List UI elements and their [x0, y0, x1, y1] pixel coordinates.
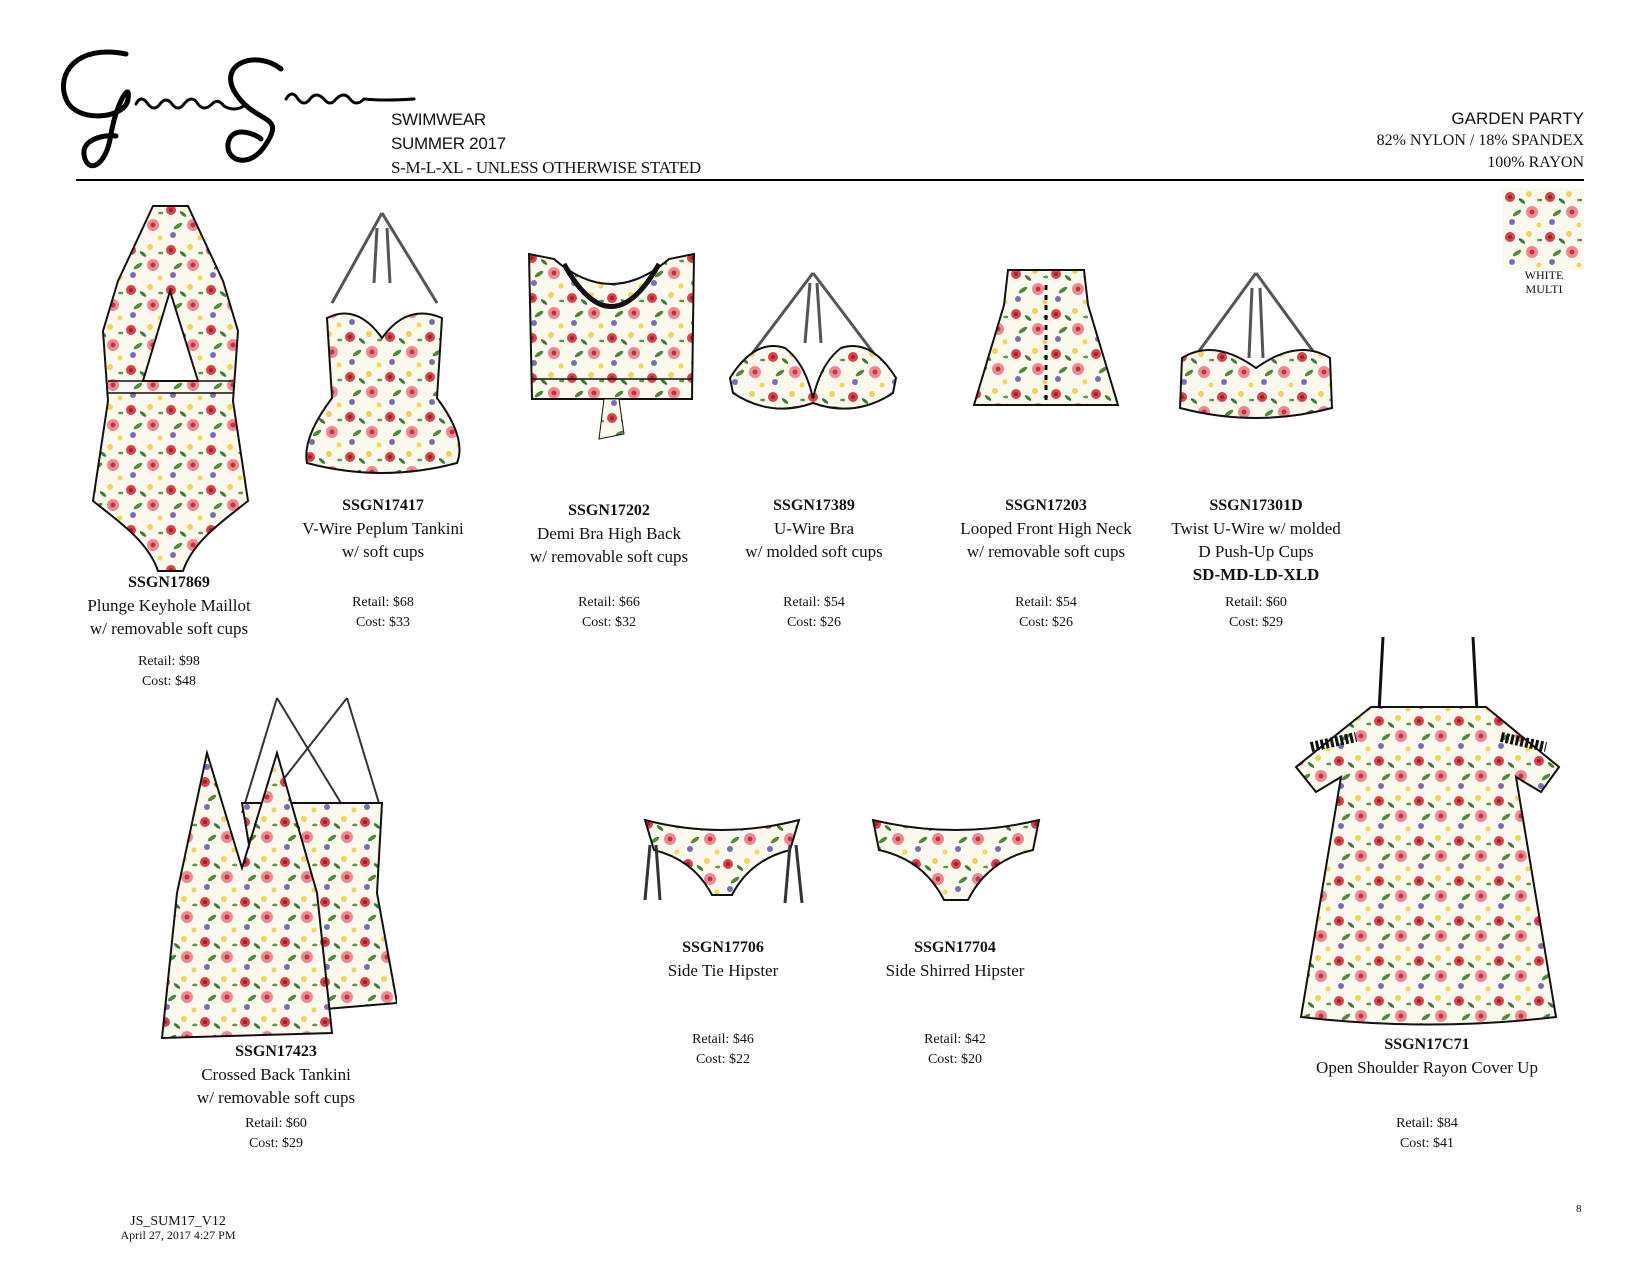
- swatch-color-line2: MULTI: [1525, 282, 1563, 296]
- cost-price: Cost: $29: [248, 1136, 304, 1151]
- cost-price: Cost: $26: [1018, 615, 1074, 630]
- product-ssgn17423: SSGN17423 Crossed Back Tankini w/ remova…: [197, 1041, 355, 1154]
- document-id: JS_SUM17_V12: [130, 1214, 226, 1229]
- swatch-color-line1: WHITE: [1524, 268, 1564, 282]
- style-code: SSGN17417: [342, 497, 424, 514]
- style-code: SSGN17202: [568, 502, 650, 519]
- fabric-content-1: 82% NYLON / 18% SPANDEX: [1376, 132, 1584, 149]
- crossed-back-tankini-sketch: [157, 693, 399, 1048]
- cost-price: Cost: $48: [141, 674, 197, 689]
- style-description: w/ removable soft cups: [196, 1088, 356, 1107]
- retail-price: Retail: $60: [1225, 595, 1287, 610]
- style-code: SSGN17423: [235, 1043, 317, 1060]
- page-number: 8: [1576, 1203, 1582, 1215]
- maillot-sketch: [83, 201, 258, 582]
- side-tie-hipster-sketch: [640, 815, 804, 913]
- style-description: w/ removable soft cups: [966, 542, 1126, 561]
- season-label: SUMMER 2017: [391, 134, 506, 153]
- size-range: SD-MD-LD-XLD: [1192, 565, 1320, 584]
- style-description: D Push-Up Cups: [1198, 542, 1314, 561]
- retail-price: Retail: $60: [245, 1116, 307, 1131]
- retail-price: Retail: $84: [1396, 1116, 1458, 1131]
- category-label: SWIMWEAR: [391, 110, 486, 129]
- style-description: w/ molded soft cups: [745, 542, 883, 561]
- style-description: w/ soft cups: [341, 542, 425, 561]
- cost-price: Cost: $32: [581, 615, 637, 630]
- product-ssgn17301d: SSGN17301D Twist U-Wire w/ molded D Push…: [1171, 495, 1341, 633]
- product-ssgn17869: SSGN17869 Plunge Keyhole Maillot w/ remo…: [87, 572, 250, 692]
- cost-price: Cost: $33: [355, 615, 411, 630]
- cost-price: Cost: $41: [1399, 1136, 1455, 1151]
- product-ssgn17706: SSGN17706 Side Tie Hipster Retail: $46 C…: [668, 937, 779, 1070]
- style-description: Twist U-Wire w/ molded: [1171, 519, 1341, 538]
- twist-u-wire-sketch: [1174, 268, 1338, 433]
- brand-logo: [56, 44, 436, 189]
- fabric-content-2: 100% RAYON: [1487, 154, 1584, 171]
- style-code: SSGN17203: [1005, 497, 1087, 514]
- style-description: U-Wire Bra: [773, 519, 855, 538]
- product-ssgn17c71: SSGN17C71 Open Shoulder Rayon Cover Up R…: [1316, 1034, 1538, 1154]
- retail-price: Retail: $98: [138, 654, 200, 669]
- retail-price: Retail: $42: [924, 1032, 986, 1047]
- style-description: Looped Front High Neck: [960, 519, 1132, 538]
- style-description: Crossed Back Tankini: [201, 1065, 351, 1084]
- sizes-label: S-M-L-XL - UNLESS OTHERWISE STATED: [391, 158, 701, 177]
- style-description: Open Shoulder Rayon Cover Up: [1316, 1058, 1538, 1077]
- product-ssgn17389: SSGN17389 U-Wire Bra w/ molded soft cups…: [745, 495, 882, 633]
- retail-price: Retail: $54: [783, 595, 845, 610]
- style-description: w/ removable soft cups: [89, 619, 249, 638]
- retail-price: Retail: $68: [352, 595, 414, 610]
- style-description: Plunge Keyhole Maillot: [87, 596, 251, 615]
- u-wire-bra-sketch: [725, 268, 901, 428]
- group-name: GARDEN PARTY: [1451, 109, 1584, 128]
- style-code: SSGN17869: [128, 574, 210, 591]
- high-neck-sketch: [968, 265, 1124, 433]
- product-ssgn17417: SSGN17417 V-Wire Peplum Tankini w/ soft …: [302, 495, 464, 633]
- style-code: SSGN17389: [773, 497, 855, 514]
- retail-price: Retail: $54: [1015, 595, 1077, 610]
- style-code: SSGN17301D: [1209, 497, 1303, 514]
- product-ssgn17203: SSGN17203 Looped Front High Neck w/ remo…: [960, 495, 1131, 633]
- cost-price: Cost: $22: [695, 1052, 751, 1067]
- retail-price: Retail: $46: [692, 1032, 754, 1047]
- style-code: SSGN17706: [682, 939, 764, 956]
- peplum-tankini-sketch: [302, 208, 465, 486]
- retail-price: Retail: $66: [578, 595, 640, 610]
- cost-price: Cost: $29: [1228, 615, 1284, 630]
- cover-up-sketch: [1291, 632, 1564, 1031]
- style-code: SSGN17C71: [1384, 1036, 1470, 1053]
- side-shirred-hipster-sketch: [868, 815, 1044, 913]
- cost-price: Cost: $20: [927, 1052, 983, 1067]
- style-description: Side Tie Hipster: [667, 961, 779, 980]
- cost-price: Cost: $26: [786, 615, 842, 630]
- header-divider: [76, 179, 1584, 181]
- style-code: SSGN17704: [914, 939, 996, 956]
- product-ssgn17704: SSGN17704 Side Shirred Hipster Retail: $…: [886, 937, 1025, 1070]
- style-description: Demi Bra High Back: [537, 524, 681, 543]
- demi-bra-sketch: [524, 249, 698, 449]
- fabric-swatch: [1502, 188, 1584, 270]
- product-ssgn17202: SSGN17202 Demi Bra High Back w/ removabl…: [530, 500, 688, 633]
- style-description: w/ removable soft cups: [529, 547, 689, 566]
- style-description: V-Wire Peplum Tankini: [302, 519, 464, 538]
- style-description: Side Shirred Hipster: [885, 961, 1025, 980]
- document-timestamp: April 27, 2017 4:27 PM: [120, 1228, 236, 1242]
